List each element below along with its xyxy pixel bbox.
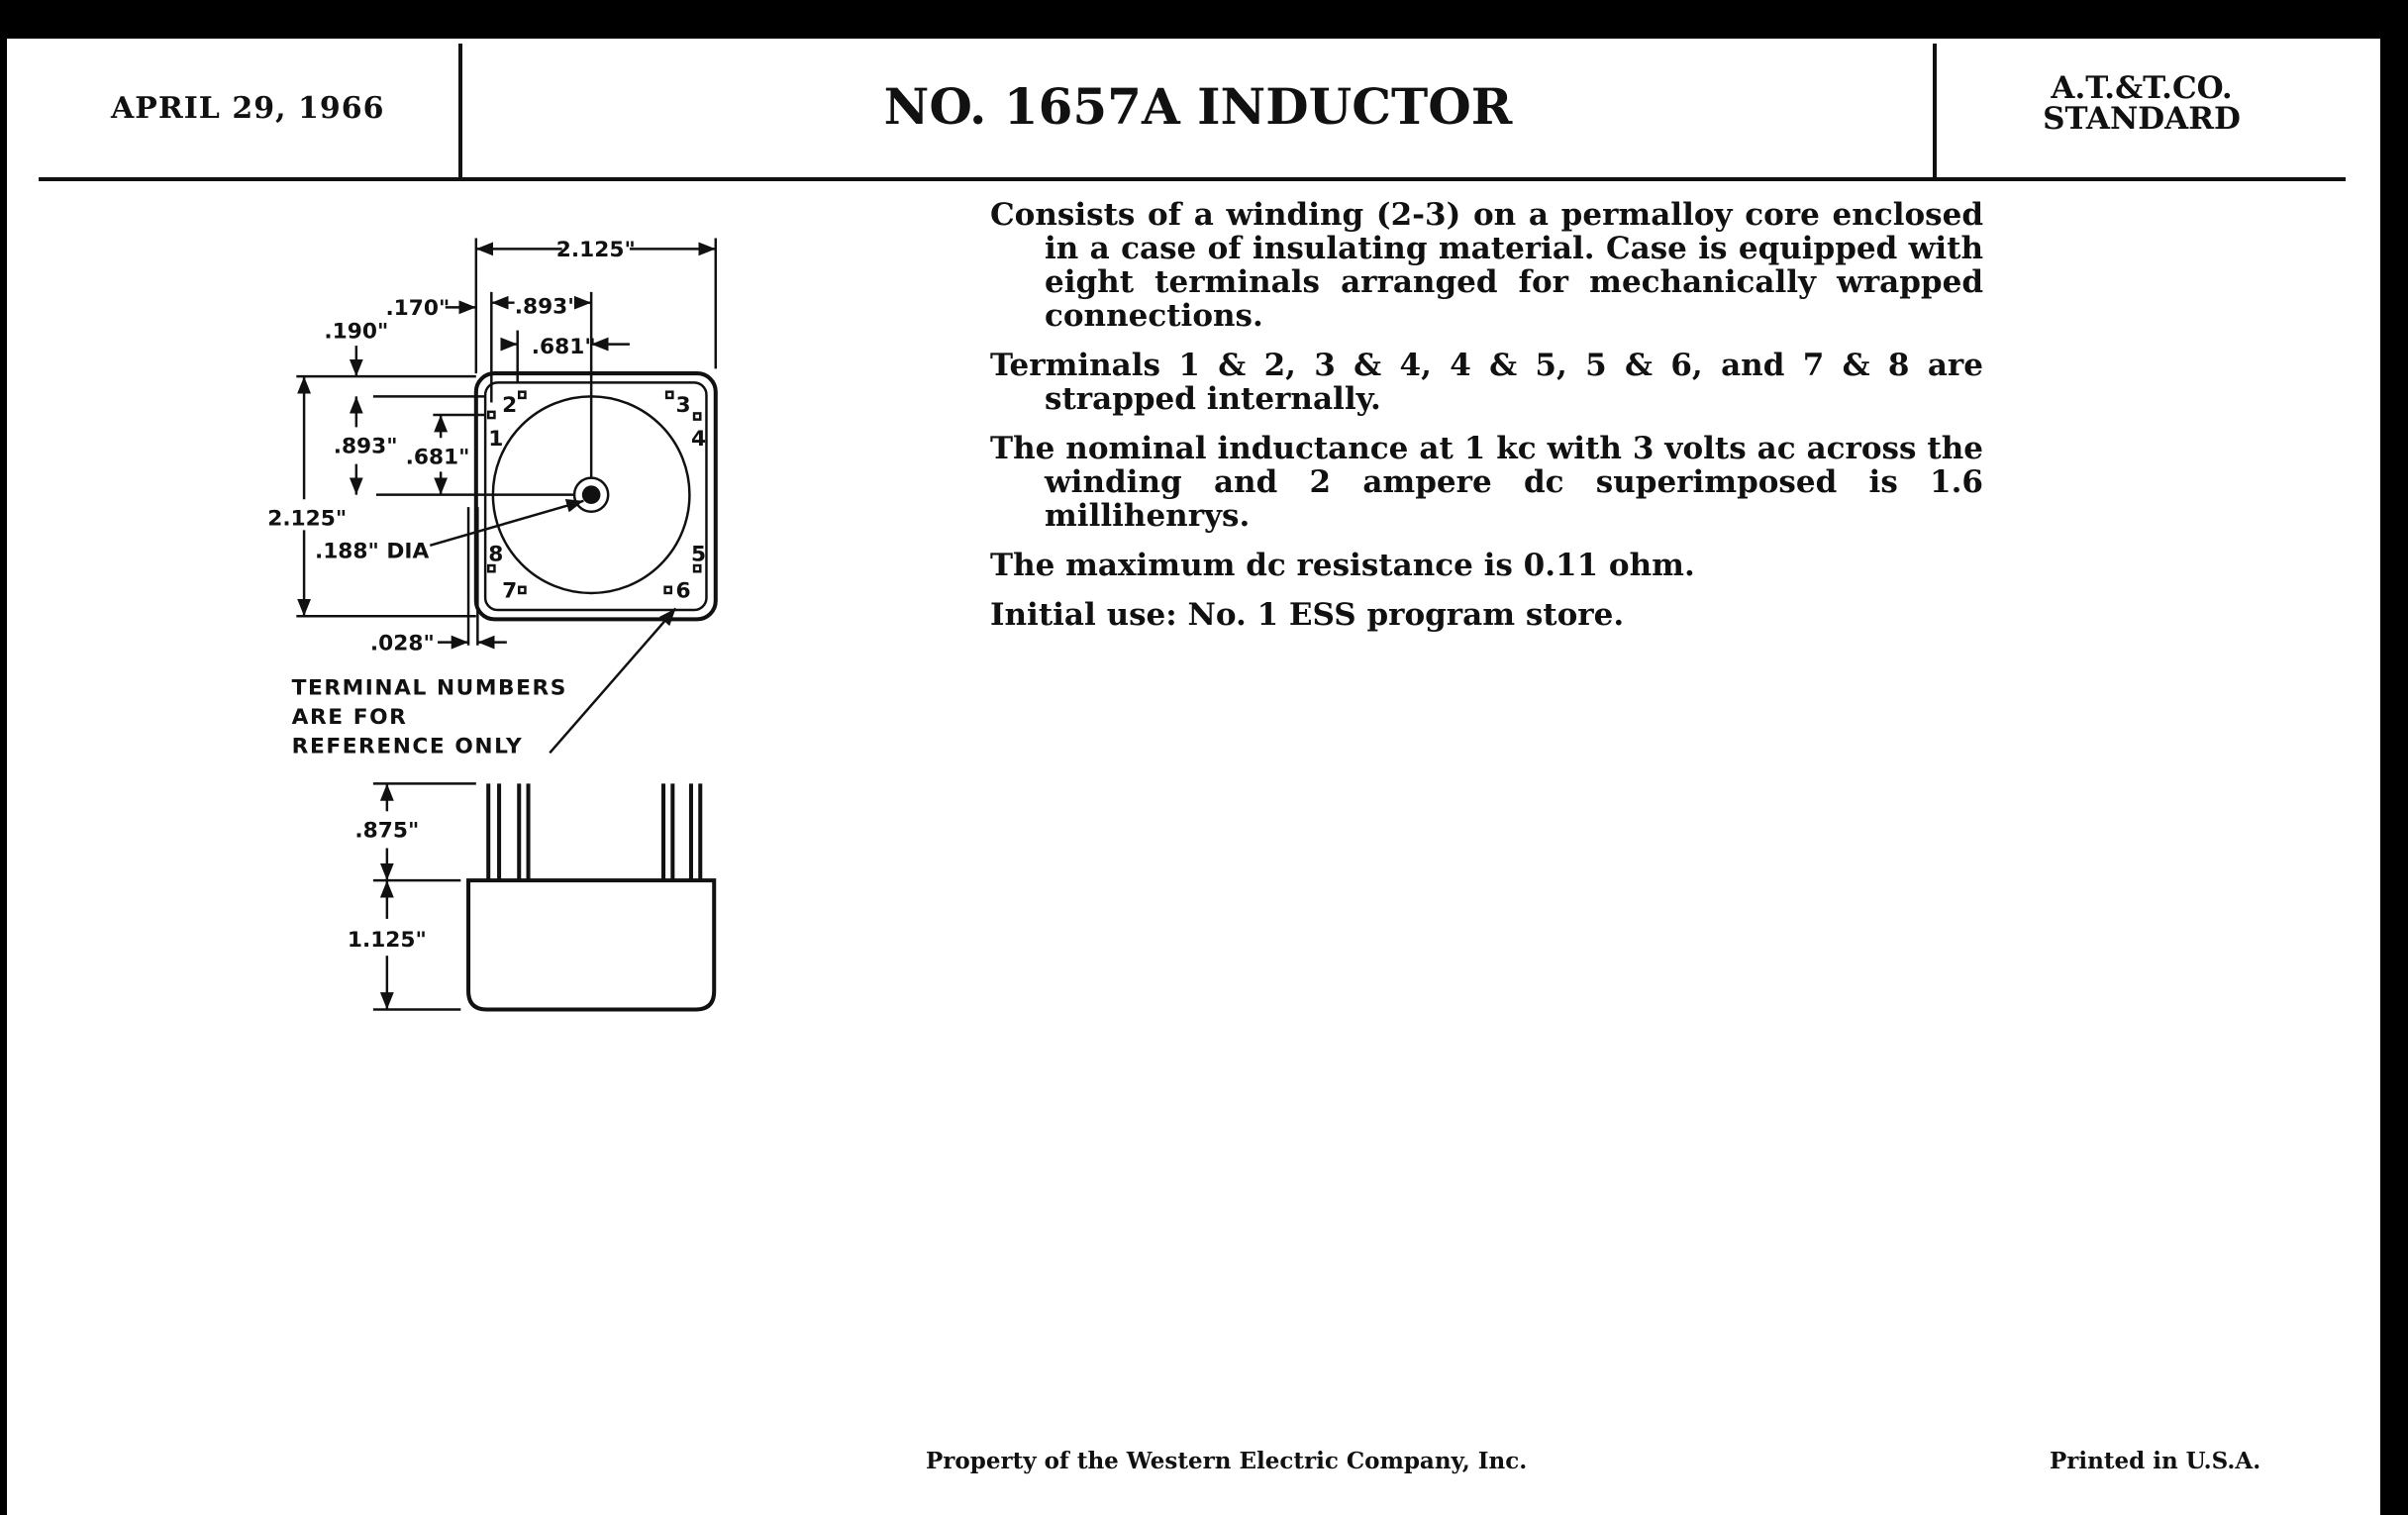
terminal-8: 8: [488, 542, 503, 566]
standard-line2: STANDARD: [2043, 101, 2241, 137]
note-line2: ARE FOR: [292, 705, 408, 730]
standard-label: A.T.&T.CO. STANDARD: [1939, 73, 2345, 135]
scan-border-top: [0, 0, 2408, 39]
footer-property: Property of the Western Electric Company…: [926, 1448, 1528, 1474]
terminal-6: 6: [675, 579, 690, 604]
extension-lines: [296, 238, 718, 646]
document-date: APRIL 29, 1966: [111, 91, 385, 126]
standard-line1: A.T.&T.CO.: [2051, 70, 2233, 106]
side-view-pins: [486, 783, 703, 881]
dim-028: .028": [370, 631, 435, 656]
description-paragraph: Terminals 1 & 2, 3 & 4, 4 & 5, 5 & 6, an…: [990, 348, 1983, 417]
dim-height: 2.125": [267, 507, 347, 532]
header-divider: [458, 44, 462, 179]
dim-pin-height: .875": [354, 819, 419, 844]
note-line3: REFERENCE ONLY: [292, 734, 524, 758]
terminal-7: 7: [502, 579, 517, 604]
page-title: NO. 1657A INDUCTOR: [883, 77, 1513, 136]
note-line1: TERMINAL NUMBERS: [292, 675, 567, 700]
scan-border-left: [0, 0, 7, 1515]
header-rule: [39, 177, 2346, 181]
description-paragraph: Consists of a winding (2-3) on a permall…: [990, 197, 1983, 334]
case-outline-inner: [483, 381, 708, 612]
side-view-case: [466, 878, 717, 1012]
description: Consists of a winding (2-3) on a permall…: [990, 198, 1983, 648]
dim-case-height: 1.125": [348, 928, 427, 953]
terminal-1: 1: [488, 427, 503, 452]
dim-left-893: .893": [334, 435, 398, 459]
terminal-markers: [486, 390, 702, 595]
terminal-4: 4: [691, 427, 706, 452]
terminal-2: 2: [502, 393, 517, 418]
dim-dia: .188" DIA: [315, 539, 429, 563]
scan-border-right: [2380, 0, 2408, 1515]
header-divider: [1933, 44, 1937, 179]
side-view-dimensions: [372, 782, 476, 1011]
dim-top-681: .681": [532, 335, 596, 359]
terminal-5: 5: [691, 542, 706, 566]
dim-width: 2.125": [556, 238, 636, 262]
terminal-3: 3: [675, 393, 690, 418]
dim-left-681: .681": [406, 446, 470, 470]
dim-top-893: .893": [515, 295, 579, 320]
dim-170: .170": [385, 296, 450, 321]
description-paragraph: The maximum dc resistance is 0.11 ohm.: [990, 548, 1695, 583]
description-paragraph: The nominal inductance at 1 kc with 3 vo…: [990, 431, 1983, 534]
footer-printed: Printed in U.S.A.: [2050, 1448, 2261, 1474]
center-dot: [581, 485, 601, 504]
dim-190: .190": [324, 319, 388, 344]
dimension-lines: [297, 242, 716, 755]
description-paragraph: Initial use: No. 1 ESS program store.: [990, 597, 1625, 633]
case-outline-outer: [473, 371, 718, 622]
